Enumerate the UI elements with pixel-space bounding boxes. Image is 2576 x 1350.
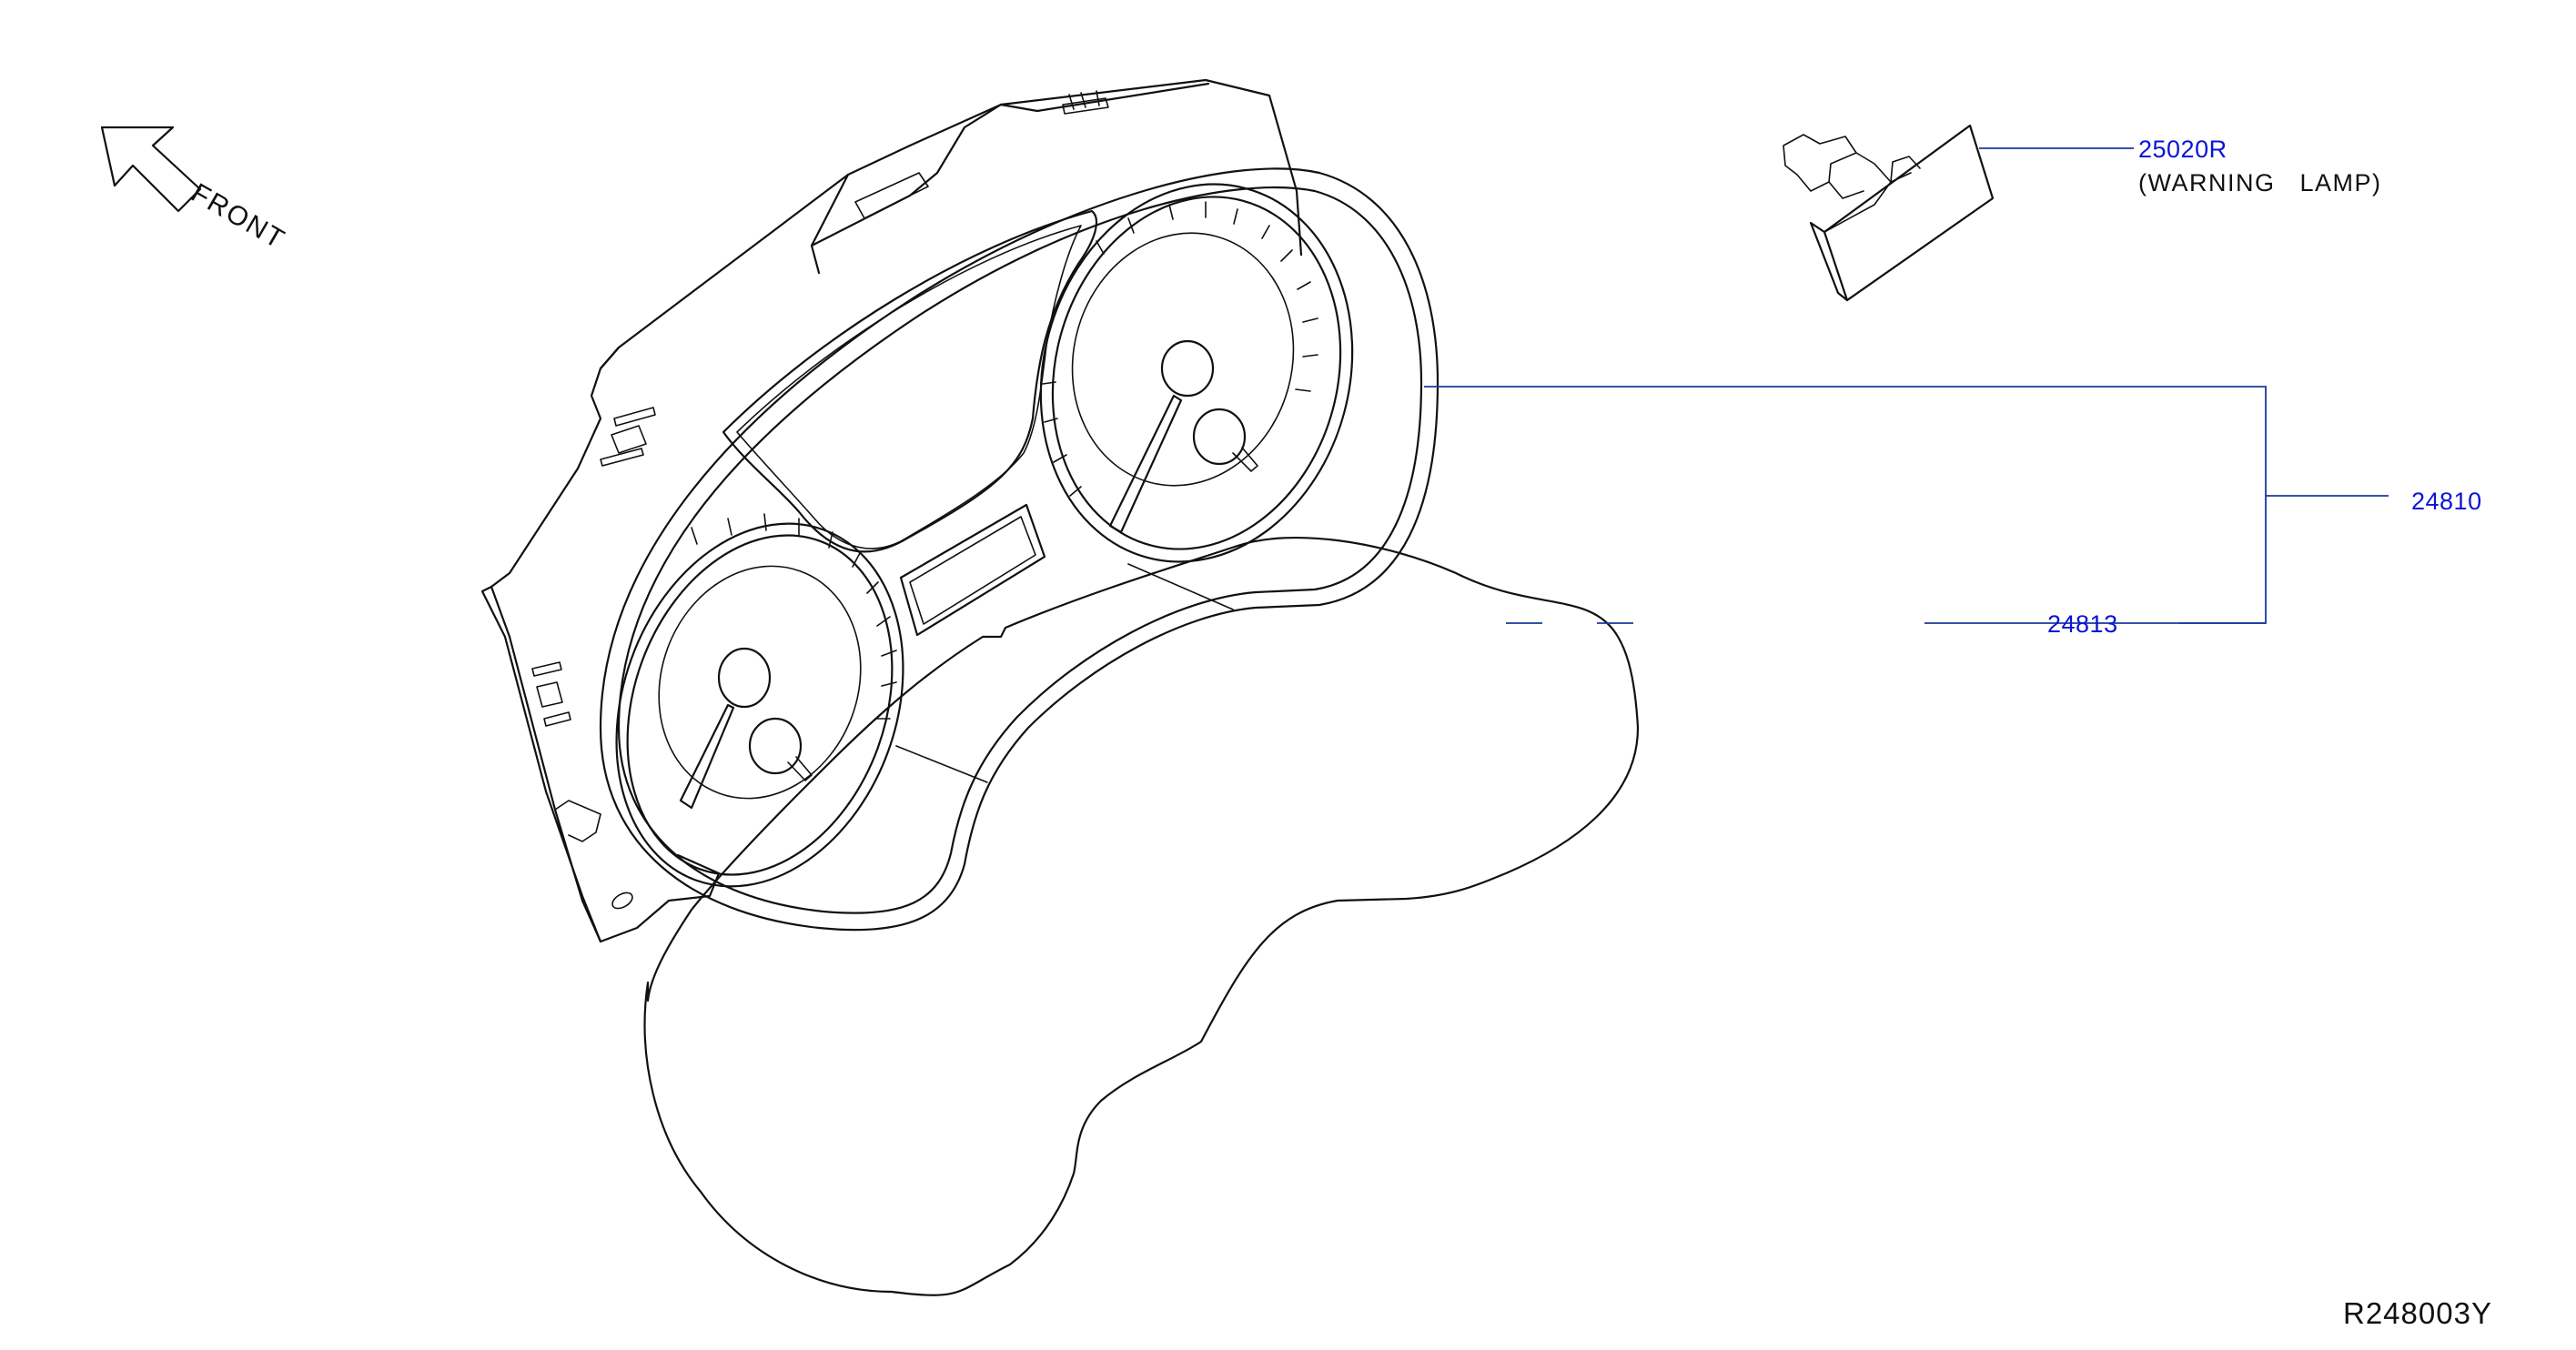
part-description-25020R: (WARNING LAMP) [2138,169,2382,196]
part-number-25020R: 25020R [2138,136,2227,163]
front-label: FRONT [187,177,291,255]
warning-lamp-part [1783,124,1995,302]
meter-lens-part [643,536,1640,1296]
leader-24810 [1424,386,2389,624]
left-gauge [615,513,904,888]
part-number-24810: 24810 [2411,488,2482,515]
front-indicator: FRONT [100,126,291,256]
right-gauge [1039,183,1354,563]
front-arrow-icon [100,126,202,213]
combination-meter-assembly [480,78,1440,943]
illustration-code: R248003Y [2343,1296,2492,1330]
part-number-24813: 24813 [2047,610,2118,638]
callout-leaders [1424,147,2389,624]
